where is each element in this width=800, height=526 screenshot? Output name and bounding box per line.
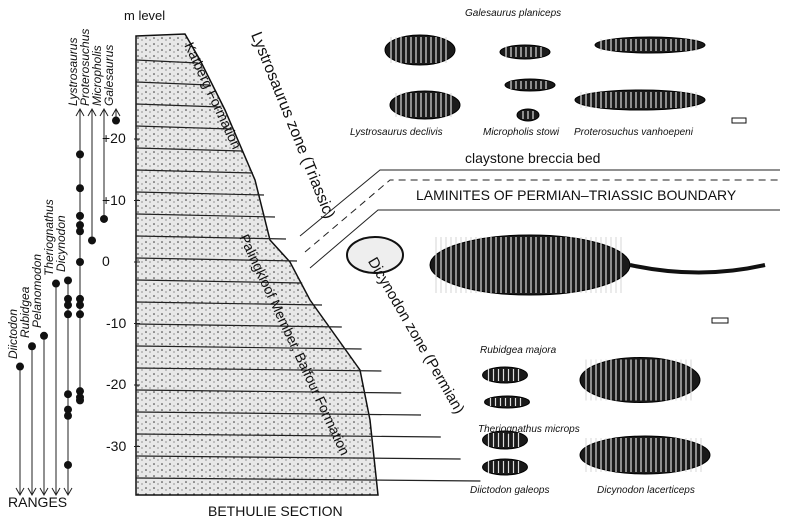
occurrence-dot (112, 116, 120, 125)
occurrence-dot (76, 310, 84, 319)
bed-line (135, 389, 402, 394)
skeleton-illustrations (346, 34, 766, 476)
scale-bar (731, 117, 747, 124)
lystrosaurus-skeleton-lateral (384, 34, 456, 66)
bed-line (135, 477, 481, 482)
arrow-down-icon (27, 487, 37, 497)
arrow-up-icon (99, 107, 109, 117)
occurrence-dot (76, 227, 84, 236)
dicynodon-caption: Dicynodon lacerticeps (597, 485, 695, 496)
lystrosaurus-caption: Lystrosaurus declivis (350, 127, 443, 138)
axis-tick-label: 0 (102, 253, 110, 269)
bed-line (135, 125, 232, 130)
occurrence-dot (88, 236, 96, 245)
occurrence-dot (76, 258, 84, 266)
ranges-label: RANGES (8, 494, 68, 510)
bed-line (135, 455, 461, 460)
occurrence-dot (64, 460, 72, 469)
axis-tick-label: -30 (106, 437, 127, 454)
micropholis-caption: Micropholis stowi (483, 127, 560, 138)
bed-line (135, 279, 303, 284)
bed-line (135, 235, 287, 240)
bed-line (135, 257, 298, 262)
taxon-label: Dicynodon (54, 215, 68, 273)
galesaurus-caption: Galesaurus planiceps (465, 8, 562, 19)
arrow-up-icon (75, 107, 85, 117)
rubidgea-tail (629, 263, 766, 275)
rubidgea-skull (346, 236, 404, 274)
dicynodon-skeleton-lateral (579, 357, 701, 403)
diictodon-caption: Diictodon galeops (470, 485, 550, 496)
theriognathus-skeleton-lateral (482, 366, 528, 384)
permian-top-line (309, 209, 780, 269)
occurrence-dot (76, 294, 84, 303)
occurrence-dot (64, 390, 72, 399)
proterosuchus-skeleton-dorsal (574, 89, 706, 111)
bed-line (135, 323, 342, 328)
laminites-dashed-line (304, 179, 780, 253)
arrow-up-icon (87, 107, 97, 117)
section-label: BETHULIE SECTION (208, 503, 343, 519)
bed-line (135, 411, 422, 416)
rubidgea-skeleton (429, 234, 631, 296)
theriognathus-skeleton-dorsal (484, 395, 530, 409)
occurrence-dot (100, 214, 108, 223)
axis-tick-label: -20 (106, 376, 127, 392)
bed-line (135, 345, 362, 350)
arrow-down-icon (63, 487, 73, 497)
bed-lines (135, 59, 481, 482)
occurrence-dot (16, 362, 24, 371)
bed-line (135, 81, 210, 86)
bed-line (135, 103, 221, 108)
bed-line (135, 191, 265, 196)
occurrence-dot (64, 405, 72, 414)
dicynodon-skeleton-dorsal (579, 435, 711, 475)
diictodon-skeleton-dorsal (482, 458, 528, 476)
lystrosaurus-skeleton-dorsal (389, 90, 461, 120)
bed-line (135, 301, 323, 306)
claystone-bed-label: claystone breccia bed (465, 150, 601, 166)
occurrence-dot (52, 279, 60, 288)
axis-title: m level (124, 8, 166, 23)
occurrence-dot (64, 310, 72, 319)
bed-line (135, 433, 441, 438)
bed-line (135, 169, 254, 174)
arrow-down-icon (15, 487, 25, 497)
axis-tick-label: -10 (106, 314, 127, 331)
galesaurus-skeleton-lateral (499, 44, 551, 60)
axis-tick-label: +10 (102, 191, 126, 208)
occurrence-dot (76, 301, 84, 310)
axis-tick-label: +20 (102, 130, 126, 146)
arrow-down-icon (39, 487, 49, 497)
occurrence-dot (76, 387, 84, 396)
taxon-label: Galesaurus (102, 44, 116, 106)
proterosuchus-skeleton-lateral (594, 36, 706, 54)
occurrence-dot (28, 342, 36, 351)
occurrence-dot (76, 211, 84, 220)
arrow-up-icon (111, 107, 121, 117)
occurrence-dot (76, 184, 84, 193)
claystone-bed-line (299, 169, 780, 237)
scale-bar (711, 317, 729, 324)
boundary-title: LAMINITES OF PERMIAN–TRIASSIC BOUNDARY (416, 187, 737, 203)
proterosuchus-caption: Proterosuchus vanhoepeni (574, 127, 693, 138)
theriognathus-caption: Theriognathus microps (478, 424, 580, 435)
arrow-down-icon (51, 487, 61, 497)
range-chart (15, 107, 121, 497)
bed-line (135, 367, 382, 372)
occurrence-dot (64, 411, 72, 420)
bed-line (135, 59, 199, 64)
occurrence-dot (76, 221, 84, 230)
occurrence-dot (76, 150, 84, 159)
occurrence-dot (40, 331, 48, 340)
occurrence-dot (64, 294, 72, 303)
bed-line (135, 147, 243, 152)
rubidgea-caption: Rubidgea majora (480, 345, 557, 356)
galesaurus-skeleton-dorsal (504, 78, 556, 92)
occurrence-dot (64, 301, 72, 310)
occurrence-dot (76, 396, 84, 405)
bed-line (135, 213, 276, 218)
occurrence-dot (64, 276, 72, 285)
